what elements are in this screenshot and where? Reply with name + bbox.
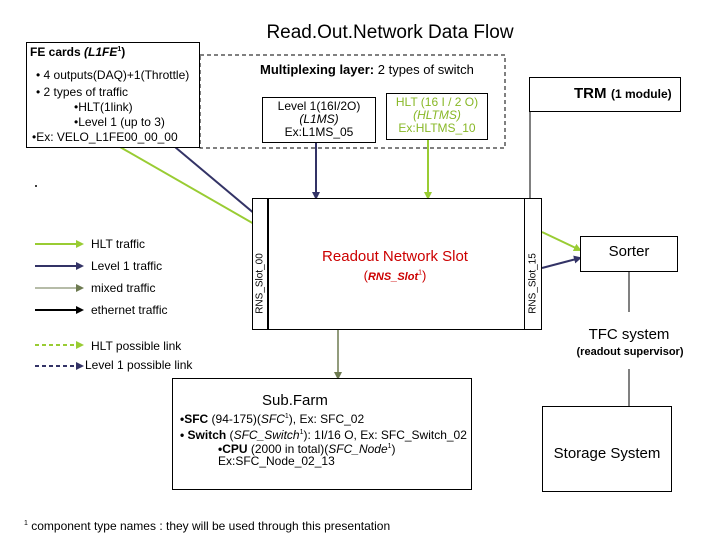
legend-hlt-possible-label: HLT possible link [91, 339, 182, 353]
fe-cards-box [26, 42, 200, 148]
footnote-sup: 1 [24, 520, 28, 527]
subfarm-cpu-rest: (2000 in total)( [247, 442, 329, 456]
sorter-box: Sorter [580, 236, 678, 272]
fe-cards-line: •Ex: VELO_L1FE00_00_00 [32, 130, 178, 144]
hlt-switch-line3: Ex:HLTMS_10 [398, 121, 476, 135]
fe-cards-line: • 4 outputs(DAQ)+1(Throttle) [36, 68, 190, 82]
subfarm-sfc-bold: •SFC [180, 412, 209, 426]
storage-system-label: Storage System [553, 445, 661, 462]
rns-slot-00-box [252, 198, 268, 330]
footnote: 1 component type names : they will be us… [24, 519, 390, 533]
legend-l1-label: Level 1 traffic [91, 259, 163, 273]
subfarm-switch-tail: ): 1I/16 O, Ex: SFC_Switch_02 [303, 428, 467, 442]
page-title: Read.Out.Network Data Flow [266, 22, 514, 43]
subfarm-sfc-sup: 1 [284, 413, 289, 420]
hlt-switch-line2: (HLTMS) [413, 108, 461, 122]
stray-dot [35, 185, 37, 187]
subfarm-cpu-italic: SFC_Node [328, 442, 388, 456]
fe-to-rns-hlt-wire [119, 146, 270, 233]
legend-hlt-label: HLT traffic [91, 237, 146, 251]
storage-system-box: Storage System [542, 406, 672, 492]
hlt-switch-box: HLT (16 I / 2 O) (HLTMS) Ex:HLTMS_10 [386, 93, 488, 140]
rns-subtitle-sup: 1 [418, 269, 423, 277]
hlt-switch-line1: HLT (16 I / 2 O) [395, 95, 479, 109]
legend-ethernet-label: ethernet traffic [91, 303, 168, 317]
fe-cards-heading-paren: (L1FE [84, 45, 118, 59]
subfarm-sfc-tail: ), Ex: SFC_02 [288, 412, 365, 426]
rns-to-sorter-l1-wire [541, 255, 582, 269]
legend-mixed-label: mixed traffic [91, 281, 156, 295]
readout-network-slot-box [268, 198, 542, 330]
fe-cards-heading-text: FE cards [30, 45, 81, 59]
rns-slot-15-label: RNS_Slot_15 [527, 253, 539, 314]
tfc-system-label: TFC system [588, 326, 670, 343]
multiplexing-label-bold: Multiplexing layer: [260, 62, 375, 77]
subfarm-switch-italic: SFC_Switch [233, 428, 300, 442]
subfarm-switch-line: • Switch (SFC_Switch1): 1I/16 O, Ex: SFC… [180, 426, 467, 442]
subfarm-cpu-sup: 1 [387, 443, 392, 450]
l1-switch-line3: Ex:L1MS_05 [284, 125, 354, 139]
rns-slot-15-box [524, 198, 542, 330]
trm-box [529, 77, 681, 112]
rns-subtitle: (RNS_Slot1) [290, 268, 500, 283]
fe-cards-heading-close: ) [121, 45, 126, 59]
rns-subtitle-name: RNS_Slot [367, 271, 419, 283]
l1-switch-line2: (L1MS) [299, 112, 339, 126]
rns-to-sorter-hlt-wire [541, 231, 582, 252]
l1-switch-box: Level 1(16I/2O) (L1MS) Ex:L1MS_05 [262, 97, 376, 143]
subfarm-switch-sup: 1 [299, 429, 304, 436]
fe-cards-line: • 2 types of traffic [36, 85, 129, 99]
multiplexing-label-value: 2 types of switch [374, 62, 474, 77]
subfarm-switch-open: ( [226, 428, 234, 442]
footnote-text: component type names : they will be used… [27, 519, 391, 533]
subfarm-cpu-bold: •CPU [218, 442, 248, 456]
subfarm-switch-bold: • Switch [180, 428, 227, 442]
subfarm-sfc-line: •SFC (94-175)(SFC1), Ex: SFC_02 [180, 410, 364, 426]
tfc-system-box [580, 312, 678, 369]
subfarm-cpu-line: •CPU (2000 in total)(SFC_Node1) [218, 440, 396, 456]
trm-label-text: TRM [574, 85, 607, 102]
sorter-label: Sorter [608, 243, 650, 260]
subfarm-box [172, 378, 472, 490]
multiplexing-label: Multiplexing layer: 2 types of switch [260, 62, 474, 77]
subfarm-sfc-rest: (94-175)( [208, 412, 261, 426]
tfc-system-note: (readout supervisor) [576, 346, 684, 358]
rns-subtitle-open: ( [363, 268, 368, 283]
rns-title: Readout Network Slot [322, 248, 468, 265]
fe-cards-heading: FE cards (L1FE1) [30, 45, 125, 59]
fe-cards-line: •HLT(1link) [74, 100, 133, 114]
trm-label: TRM (1 module) [574, 85, 672, 103]
legend-l1-possible-label: Level 1 possible link [85, 358, 193, 372]
rns-slot-00-label: RNS_Slot_00 [254, 253, 266, 314]
fe-cards-line: •Level 1 (up to 3) [74, 115, 165, 129]
rns-subtitle-close: ) [422, 268, 427, 283]
fe-cards-heading-sup: 1 [117, 46, 122, 53]
subfarm-cpu-tail: ) [391, 442, 396, 456]
trm-label-note: (1 module) [610, 87, 672, 101]
l1-switch-line1: Level 1(16I/2O) [277, 99, 361, 113]
multiplexing-layer-frame [199, 54, 506, 149]
subfarm-cpu-example: Ex:SFC_Node_02_13 [218, 454, 335, 468]
subfarm-sfc-italic: SFC [260, 412, 285, 426]
subfarm-title: Sub.Farm [262, 392, 328, 409]
